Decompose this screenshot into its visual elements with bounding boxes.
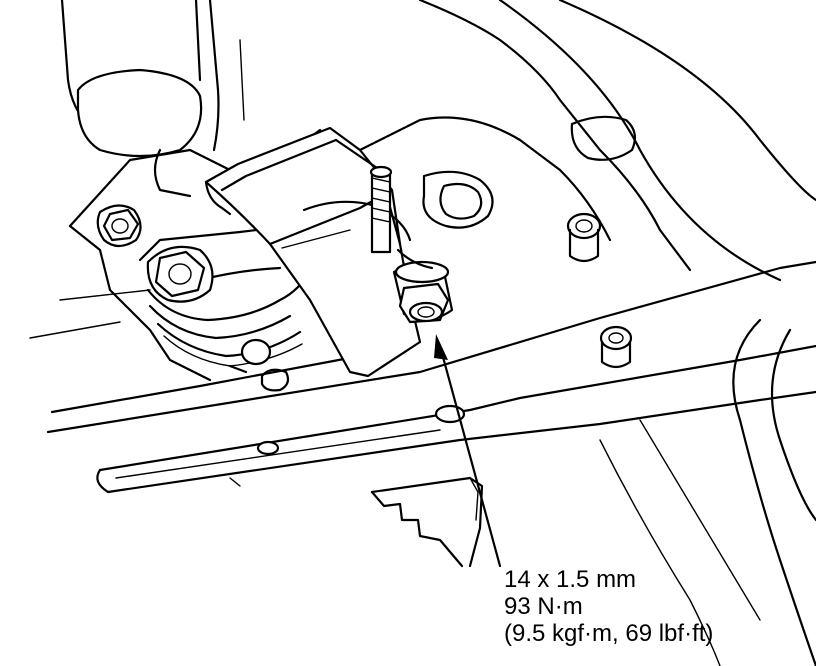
right-frame [498, 0, 816, 666]
torque-alt-label: (9.5 kgf·m, 69 lbf·ft) [504, 620, 714, 647]
torque-spec-callout: 14 x 1.5 mm 93 N·m (9.5 kgf·m, 69 lbf·ft… [504, 566, 713, 647]
flange-bolt [369, 165, 454, 324]
lower-bracket [370, 476, 484, 568]
tool-handle [60, 0, 245, 198]
frame-rails [29, 260, 816, 494]
torque-nm-label: 93 N·m [504, 593, 583, 620]
crossmember [358, 0, 692, 272]
frame-studs [256, 212, 633, 456]
bolt-size-label: 14 x 1.5 mm [504, 566, 637, 593]
callout-leader [434, 334, 502, 568]
engine-mount [68, 128, 322, 392]
